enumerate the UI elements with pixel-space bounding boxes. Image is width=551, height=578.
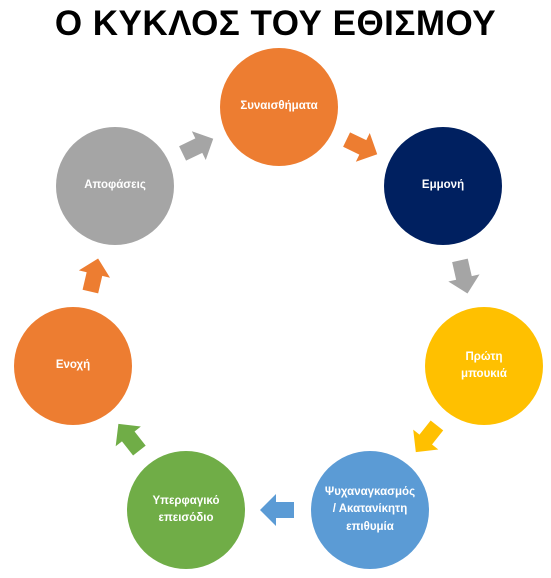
arrow-enochi-to-apofaseis [78, 258, 111, 294]
node-apofaseis: Αποφάσεις [56, 127, 174, 245]
node-label: Υπερφαγικό επεισόδιο [152, 494, 220, 524]
node-label: Συναισθήματα [240, 100, 318, 113]
node-label: Ψυχαναγκασμός / Ακατανίκητη επιθυμία [324, 486, 416, 533]
node-label: Εμμονή [421, 179, 465, 192]
node-label: Πρώτη μπουκιά [461, 350, 507, 380]
node-emmoni: Εμμονή [384, 127, 502, 245]
arrow-synaisthimata-to-emmoni [343, 132, 378, 162]
node-label: Αποφάσεις [84, 179, 146, 192]
arrow-psychanagkasmos-to-yperfagiko [260, 494, 294, 526]
arrow-apofaseis-to-synaisthimata [179, 131, 214, 161]
node-proti-mpoukia: Πρώτη μπουκιά [425, 307, 543, 425]
node-yperfagiko: Υπερφαγικό επεισόδιο [127, 451, 245, 569]
arrow-emmoni-to-proti-mpoukia [448, 258, 480, 294]
node-psychanagkasmos: Ψυχαναγκασμός / Ακατανίκητη επιθυμία [311, 451, 429, 569]
node-synaisthimata: Συναισθήματα [220, 48, 338, 166]
arrow-yperfagiko-to-enochi [115, 423, 146, 456]
node-enochi: Ενοχή [14, 307, 132, 425]
diagram-title: Ο ΚΥΚΛΟΣ ΤΟΥ ΕΘΙΣΜΟΥ [54, 4, 497, 43]
node-label: Ενοχή [55, 359, 91, 372]
arrow-proti-mpoukia-to-psychanagkasmos [413, 420, 444, 453]
